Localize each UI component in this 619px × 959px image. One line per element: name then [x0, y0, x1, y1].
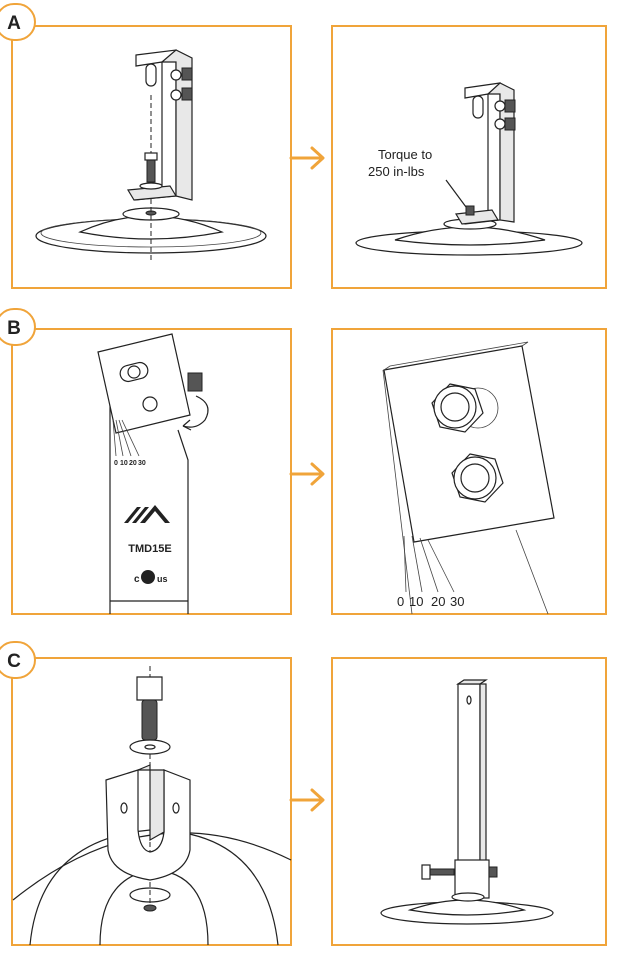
angle-mark-large-30: 30 — [450, 594, 464, 609]
torque-label-line1: Torque to — [378, 147, 432, 162]
step-b: 0 10 20 30 TMD15E c us — [0, 308, 607, 615]
step-label-b: B — [7, 318, 21, 339]
certification-mark-icon: c us — [134, 570, 168, 585]
bracket-b-detail: 0 10 20 30 — [382, 341, 555, 615]
assembly-a-exploded — [35, 49, 267, 262]
angle-mark-large-20: 20 — [431, 594, 445, 609]
step-badge-a — [0, 3, 36, 41]
assembly-a-installed: Torque to 250 in-lbs — [355, 82, 583, 256]
arrow-right-icon — [289, 462, 325, 486]
assembly-c-installed — [380, 679, 554, 925]
cert-right-text: us — [157, 574, 168, 584]
cert-left-text: c — [134, 574, 140, 585]
step-label-a: A — [7, 13, 21, 34]
manufacturer-logo-icon — [124, 505, 170, 523]
arrow-right-icon — [289, 788, 325, 812]
angle-mark-large-0: 0 — [397, 594, 404, 609]
angle-mark-small-30: 30 — [138, 460, 146, 467]
angle-mark-small-0: 0 — [114, 460, 118, 467]
step-c: C — [0, 641, 607, 946]
angle-mark-small-10: 10 — [120, 460, 128, 467]
arrow-right-icon — [289, 146, 325, 170]
step-badge-c — [0, 641, 36, 679]
step-a: Torque to 250 in-lbs A — [0, 3, 607, 289]
model-number: TMD15E — [128, 543, 171, 555]
bracket-b-overview: 0 10 20 30 TMD15E c us — [97, 333, 209, 614]
angle-mark-large-10: 10 — [409, 594, 423, 609]
torque-label-line2: 250 in-lbs — [368, 164, 425, 179]
angle-mark-small-20: 20 — [129, 460, 137, 467]
assembly-c-exploded — [12, 666, 292, 946]
step-badge-b — [0, 308, 36, 346]
step-label-c: C — [7, 651, 21, 672]
